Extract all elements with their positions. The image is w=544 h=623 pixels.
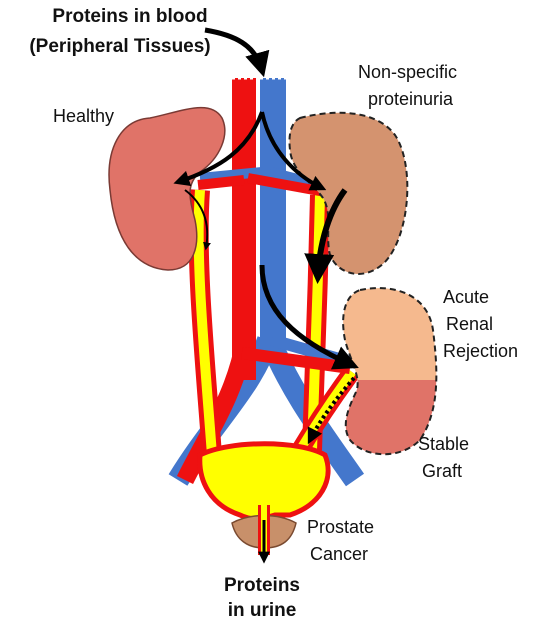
label-prostate-1: Prostate [307,517,374,537]
left-renal-artery [198,180,244,185]
label-nonspecific-2: proteinuria [368,89,454,109]
label-stable-1: Stable [418,434,469,454]
label-urine-2: in urine [228,600,297,621]
label-healthy: Healthy [53,106,114,126]
label-nonspecific-1: Non-specific [358,62,457,82]
arrow-into-blood [205,30,262,70]
label-acute-3: Rejection [443,341,518,361]
title-line-2: (Peripheral Tissues) [29,36,210,57]
label-acute-1: Acute [443,287,489,307]
title-line-1: Proteins in blood [52,6,207,27]
aorta [232,78,256,358]
label-acute-2: Renal [446,314,493,334]
label-urine-1: Proteins [224,575,300,596]
label-prostate-2: Cancer [310,544,368,564]
label-stable-2: Graft [422,461,462,481]
